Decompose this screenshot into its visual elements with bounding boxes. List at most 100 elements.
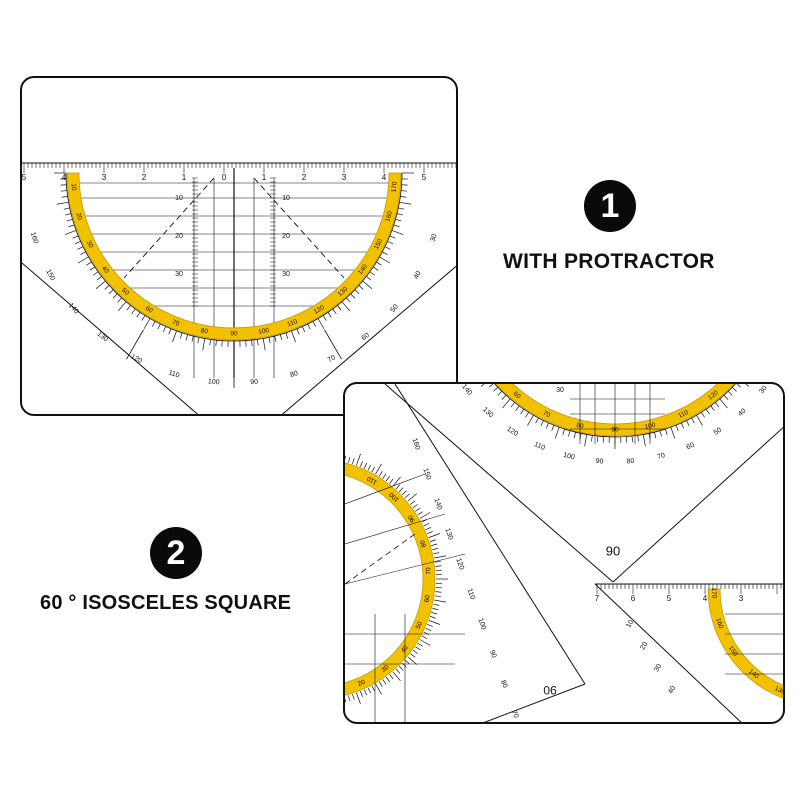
degree-tick [425,527,432,531]
degree-tick [302,326,306,333]
grid-line [345,473,426,505]
inner-degree-label: 10 [70,183,78,191]
degree-tick [367,687,371,694]
outer-degree-label: 70 [657,452,666,461]
degree-tick [64,230,77,235]
outer-degree-label: 30 [653,663,663,673]
degree-tick [379,256,391,264]
ruler-number: 7 [595,594,600,603]
degree-tick [501,394,507,400]
degree-tick [93,271,99,276]
degree-tick [401,662,407,668]
inner-degree-label: 50 [120,287,130,297]
degree-tick [348,695,351,702]
degree-tick [429,539,436,542]
degree-tick [654,432,657,439]
degree-tick [431,612,438,615]
degree-tick [345,455,347,462]
degree-tick [691,417,695,424]
degree-tick [404,659,410,665]
outer-degree-label: 140 [67,302,80,316]
degree-tick [307,323,311,330]
inner-degree-label: 20 [74,212,83,221]
outer-degree-label: 160 [410,437,421,450]
dashed-diagonal [253,177,345,279]
degree-tick [72,235,79,239]
inner-degree-label: 60 [423,594,431,603]
degree-tick [136,312,141,318]
degree-tick [407,656,418,665]
inner-degree-label: 70 [542,410,552,420]
degree-tick [745,384,750,387]
degree-tick [433,603,440,606]
degree-tick [350,293,356,299]
degree-tick [162,326,166,333]
ruler-number: 6 [631,594,636,603]
degree-tick [108,289,114,295]
degree-tick [363,689,367,696]
protractor-yellow-arc [495,384,735,437]
degree-tick [401,490,407,496]
inner-degree-label: 60 [512,390,522,400]
degree-tick [209,339,211,346]
ruler-number: 4 [703,594,708,603]
dashed-diagonal [123,177,215,279]
number-badge-2: 2 [150,527,202,579]
degree-tick [118,301,127,312]
degree-tick [291,330,296,343]
degree-tick [410,653,416,658]
degree-tick [274,335,277,342]
degree-tick [404,493,410,499]
outer-degree-label: 50 [390,303,400,314]
centre-scale-label: 10 [282,195,290,202]
outer-degree-label: 100 [476,617,487,630]
inner-degree-label: 80 [200,327,209,335]
degree-tick [527,414,534,426]
set-square-panel: 1401301201101009080706050403040506070809… [343,382,785,724]
degree-tick [393,224,400,228]
degree-tick [419,512,431,519]
degree-tick [428,620,441,625]
outer-degree-label: 40 [737,407,748,417]
degree-tick [480,384,485,387]
degree-tick [401,190,408,192]
degree-tick [573,432,576,439]
triangle-edge [281,265,456,414]
degree-tick [432,547,439,551]
degree-tick [382,251,388,255]
degree-tick [373,266,379,271]
inner-degree-label: 160 [714,617,724,630]
degree-tick [215,340,217,347]
outer-degree-label: 30 [430,233,439,243]
degree-tick [417,511,423,516]
protractor-drawing: 5432101234561010202030301701601501401301… [22,162,456,414]
centre-scale-label: 20 [175,233,183,240]
degree-tick [317,318,325,330]
degree-tick [584,434,588,447]
degree-tick [415,507,421,512]
degree-tick [74,241,81,245]
degree-tick [345,696,347,703]
degree-tick [568,430,571,437]
degree-tick [376,261,382,266]
degree-tick [686,420,690,427]
degree-tick [322,315,327,321]
degree-tick [131,308,136,314]
ruler-number: 3 [342,173,347,182]
degree-tick [356,453,361,466]
degree-tick [378,471,383,477]
outer-degree-label: 130 [443,527,454,540]
radial-line [324,329,342,360]
degree-tick [197,337,200,344]
degree-tick [179,332,183,339]
degree-tick [398,207,405,210]
outer-degree-label: 110 [465,588,475,601]
degree-tick [117,297,122,303]
degree-tick [384,246,391,250]
caption-with-protractor: WITH PROTRACTOR [503,250,715,273]
degree-tick [736,384,741,388]
degree-tick [421,635,428,639]
degree-tick [412,504,418,509]
degree-tick [89,266,95,271]
protractor-panel: 5432101234561010202030301701601501401301… [20,76,458,416]
